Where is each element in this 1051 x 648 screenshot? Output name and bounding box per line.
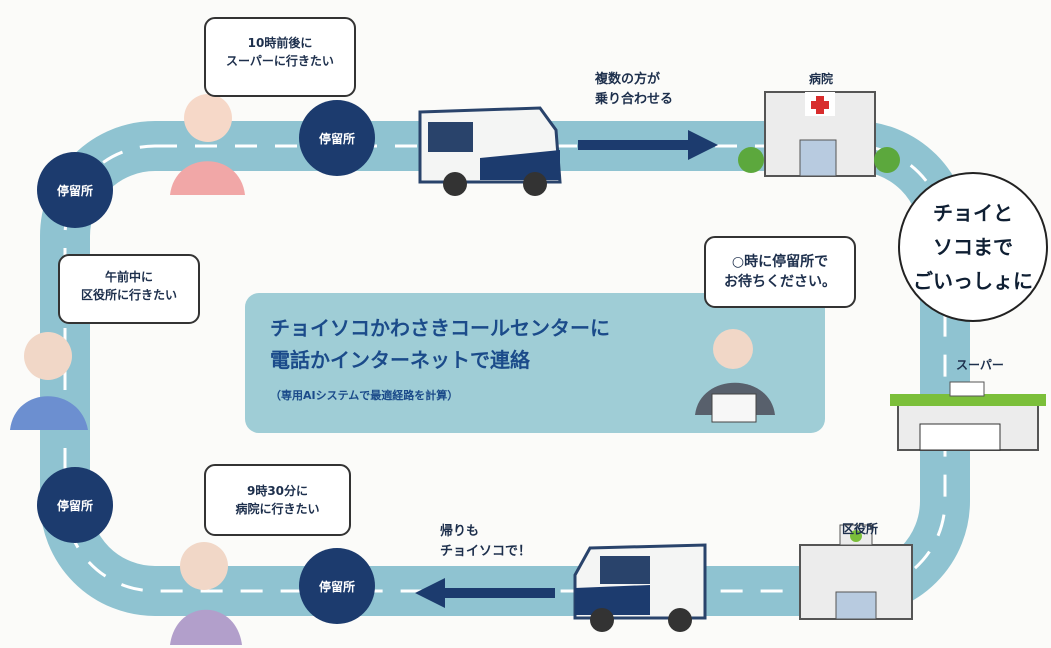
hospital-icon	[738, 91, 900, 177]
ward-office-label: 区役所	[841, 522, 878, 536]
arrow-bottom-label: 帰りも チョイソコで！	[440, 524, 532, 559]
stop-label-left-upper: 停留所	[56, 184, 93, 198]
center-line3: （専用AIシステムで最適経路を計算）	[270, 389, 459, 402]
supermarket-label: スーパー	[956, 358, 1004, 372]
bubble-top-left	[204, 17, 356, 97]
bubble-top-left-text: 10時前後に スーパーに行きたい	[226, 36, 334, 68]
supermarket-icon	[890, 381, 1046, 451]
van-top-icon	[418, 106, 562, 196]
slogan-circle	[898, 172, 1048, 322]
center-line2: 電話かインターネットで連絡	[270, 348, 530, 372]
bubble-operator	[704, 236, 856, 308]
bubble-operator-text: ○時に停留所で お待ちください。	[724, 254, 836, 290]
stop-circle-bottom	[299, 548, 375, 624]
man-left-icon	[10, 332, 88, 430]
woman-top-icon	[170, 94, 245, 195]
arrow-right-icon	[578, 130, 718, 160]
van-bottom-icon	[573, 543, 707, 632]
stop-circle-top	[299, 100, 375, 176]
stop-label-bottom: 停留所	[318, 580, 355, 594]
bubble-bottom-left-text: 9時30分に 病院に行きたい	[235, 484, 320, 516]
stop-label-top: 停留所	[318, 132, 355, 146]
bubble-left-middle-text: 午前中に 区役所に行きたい	[80, 270, 177, 302]
bubble-left-middle	[58, 254, 200, 324]
slogan-text: チョイと ソコまで ごいっしょに	[913, 201, 1033, 293]
center-info-box	[245, 293, 825, 433]
elderly-woman-icon	[170, 542, 242, 645]
bubble-bottom-left	[204, 464, 351, 536]
center-line1: チョイソコかわさきコールセンターに	[270, 316, 610, 340]
arrow-left-icon	[415, 578, 555, 608]
stop-label-left-lower: 停留所	[56, 499, 93, 513]
hospital-label: 病院	[808, 72, 833, 86]
ward-office-icon	[799, 524, 913, 620]
operator-icon	[695, 329, 775, 423]
arrow-top-label: 複数の方が 乗り合わせる	[595, 72, 674, 107]
stop-circle-left-lower	[37, 467, 113, 543]
stop-circle-left-upper	[37, 152, 113, 228]
